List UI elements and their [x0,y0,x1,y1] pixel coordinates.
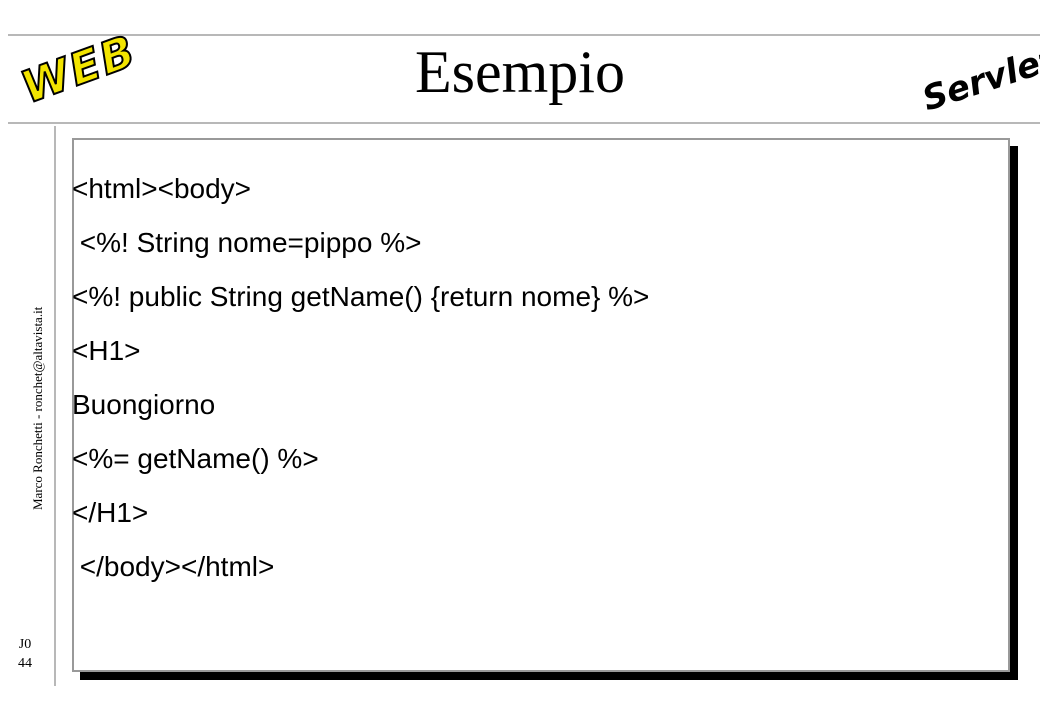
code-line: <%= getName() %> [72,443,319,474]
code-line: <H1> [72,335,141,366]
code-line: </H1> [72,497,149,528]
code-line: <html><body> [72,173,252,204]
top-rule [8,34,1040,36]
page-title: Esempio [415,39,625,105]
code-line: <%! public String getName() {return nome… [72,281,650,312]
code-box [72,138,1010,672]
code-line: </body></html> [72,551,275,582]
title-underline [8,122,1040,124]
code-line: <%! String nome=pippo %> [72,227,422,258]
left-rule [54,126,56,686]
slide-code: J0 [18,637,32,652]
slide-page: 44 [18,655,32,671]
author-credit: Marco Ronchetti - ronchet@altavista.it [30,306,45,510]
slide-number: J0 44 [18,636,32,674]
code-line: Buongiorno [72,389,216,420]
code-block: <html><body> <%! String nome=pippo %> <%… [72,162,1006,594]
